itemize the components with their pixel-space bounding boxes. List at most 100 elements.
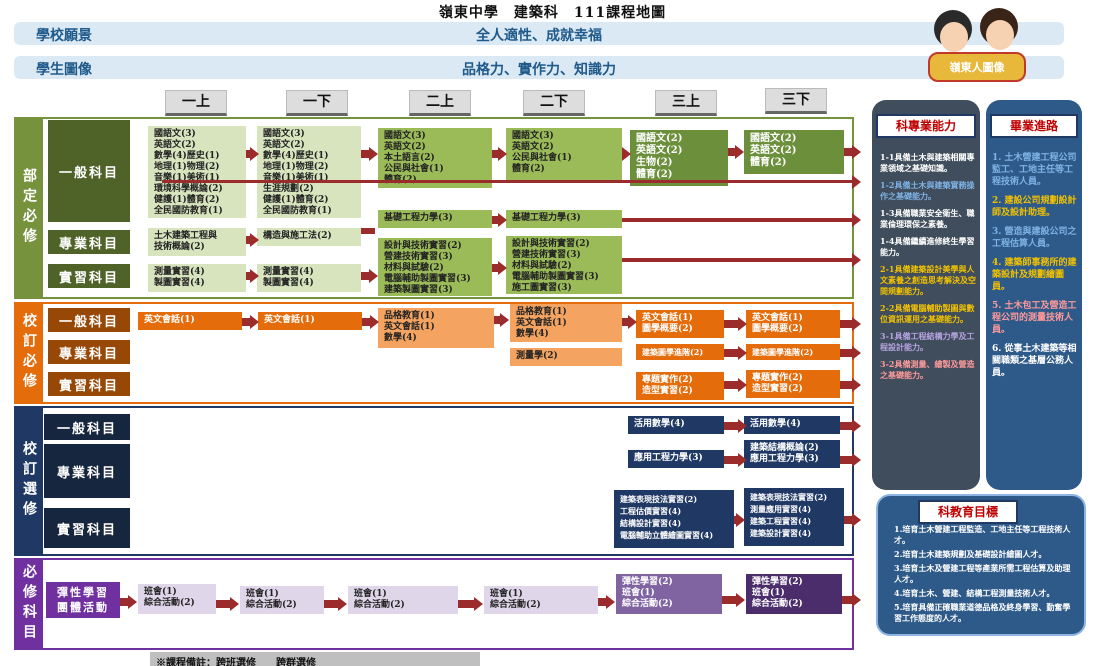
career-panel	[986, 100, 1082, 490]
goals-title: 科教育目標	[918, 500, 1018, 524]
flow-arrow	[622, 218, 852, 222]
cat-dept-general: 一般科目	[48, 120, 130, 222]
flow-arrow	[844, 148, 852, 156]
course-box: 班會(1) 綜合活動(2)	[348, 586, 458, 614]
course-box: 班會(1) 綜合活動(2)	[484, 586, 598, 614]
course-box: 專題實作(2) 造型實習(2)	[636, 372, 724, 400]
course-box: 設計與技術實習(2) 營建技術實習(3) 材料與試驗(2) 電腦輔助製圖實習(3…	[378, 238, 492, 296]
flow-arrow	[722, 596, 738, 604]
flow-arrowhead	[250, 315, 259, 329]
flow-arrowhead	[250, 233, 259, 247]
flow-arrowhead	[738, 453, 747, 467]
ability-title: 科專業能力	[876, 114, 976, 138]
flow-arrow	[492, 264, 502, 272]
semester-header-5: 三上	[655, 90, 717, 116]
goals-item: 4.培育土木、營建、結構工程測量技術人才。	[894, 588, 1055, 598]
flow-arrowhead	[852, 513, 861, 527]
flow-arrowhead	[852, 253, 861, 267]
flow-arrowhead	[738, 419, 747, 433]
vision-value: 全人適性、成就幸福	[476, 28, 602, 44]
career-item: 5. 土木包工及營造工程公司的測量技術人員。	[992, 301, 1077, 335]
course-box: 測量實習(4) 製圖實習(4)	[257, 264, 361, 292]
group-must-label: 必修科目	[15, 559, 43, 649]
flow-arrowhead	[852, 378, 861, 392]
semester-header-6: 三下	[765, 88, 827, 114]
course-box: 建築表現技法實習(2) 工程估價實習(4) 結構設計實習(4) 電腦輔助立體繪圖…	[614, 490, 734, 548]
flow-arrowhead	[128, 595, 137, 609]
flow-arrowhead	[338, 597, 347, 611]
course-note: ※課程備註：跨班選修 跨群選修	[150, 652, 480, 666]
flow-arrow	[458, 600, 476, 608]
course-box: 品格教育(1) 英文會話(1) 數學(4)	[510, 304, 622, 342]
course-box: 國語文(3) 英語文(2) 公民與社會(1) 體育(2)	[506, 128, 622, 180]
logo-text: 嶺東人圖像	[949, 61, 1005, 74]
course-box: 建築表現技法實習(2) 測量應用實習(4) 建築工程實習(4) 建築設計實習(4…	[744, 488, 844, 546]
ability-item: 1-4具備繼續進修終生學習能力。	[880, 236, 975, 257]
page-title: 嶺東中學 建築科 111課程地圖	[438, 5, 667, 21]
course-box: 英文會話(1) 圖學概要(2)	[746, 310, 840, 338]
flow-arrowhead	[498, 261, 507, 275]
flow-arrow	[494, 316, 504, 324]
flow-arrowhead	[852, 317, 861, 331]
flow-arrowhead	[230, 597, 239, 611]
flow-arrow	[844, 516, 852, 524]
flow-arrowhead	[628, 315, 637, 329]
ability-list: 1-1具備土木與建築相關專業領域之基礎知識。1-2具備土木與建築實務操作之基礎能…	[880, 152, 976, 387]
course-box: 國語文(2) 英語文(2) 體育(2)	[744, 130, 844, 174]
career-item: 6. 從事土木建築等相關職類之基層公務人員。	[992, 344, 1077, 378]
semester-header-3: 二上	[409, 90, 471, 116]
ability-item: 2-1具備建築設計美學與人文素養之創造思考解決及空間規劃能力。	[880, 264, 976, 296]
flow-arrow	[361, 272, 373, 280]
vision-banner: 學校願景 全人適性、成就幸福	[14, 22, 1064, 45]
semester-header-4: 二下	[523, 90, 585, 116]
career-item: 2. 建設公司規劃設計師及設計助理。	[992, 196, 1077, 218]
career-list: 1. 土木營建工程公司監工、工地主任等工程技術人員。 2. 建設公司規劃設計師及設…	[992, 152, 1078, 386]
course-box: 活用數學(4)	[628, 416, 724, 434]
career-item: 4. 建築師事務所的建築設計及規劃繪圖員。	[992, 258, 1077, 292]
cat-req-prac: 實習科目	[48, 372, 130, 396]
course-box: 班會(1) 綜合活動(2)	[138, 584, 216, 614]
flow-arrow	[724, 422, 740, 430]
course-box: 英文會話(1)	[258, 312, 362, 330]
flow-arrowhead	[852, 346, 861, 360]
career-item: 3. 營造與建設公司之工程估算人員。	[992, 227, 1077, 249]
goals-list: 1.培育土木營建工程監造、工地主任等工程技術人才。2.培育土木建築規劃及基礎設計…	[894, 524, 1078, 627]
flow-arrow	[622, 318, 632, 326]
course-box: 土木建築工程與 技術概論(2)	[148, 228, 246, 256]
flow-arrowhead	[852, 213, 861, 227]
flow-arrowhead	[852, 175, 861, 189]
cat-must-activity: 彈性學習 團體活動	[46, 582, 120, 618]
goals-item: 5.培育具備正確職業道德品格及終身學習、勤奮學習工作態度的人才。	[894, 602, 1071, 623]
flow-arrow	[598, 598, 610, 606]
career-item: 1. 土木營建工程公司監工、工地主任等工程技術人員。	[992, 153, 1077, 187]
flow-arrowhead	[622, 147, 631, 161]
course-box: 構造與施工法(2)	[257, 228, 361, 246]
flow-arrowhead	[736, 593, 745, 607]
ability-item: 1-3具備職業安全衛生、職業倫理環保之素養。	[880, 208, 975, 229]
flow-arrow	[120, 598, 132, 606]
course-box: 國語文(3) 英語文(2) 數學(4)歷史(1) 地理(1)物理(2) 音樂(1…	[148, 126, 246, 218]
portrait-banner: 學生圖像 品格力、實作力、知識力	[14, 56, 1064, 79]
flow-arrow	[724, 349, 740, 357]
course-box: 國語文(2) 英語文(2) 生物(2) 體育(2)	[630, 130, 728, 186]
course-box: 基礎工程力學(3)	[506, 210, 622, 228]
flow-arrowhead	[370, 315, 379, 329]
flow-arrowhead	[738, 346, 747, 360]
student-logo: 嶺東人圖像	[918, 4, 1038, 96]
flow-arrow	[840, 422, 852, 430]
course-box: 品格教育(1) 英文會話(1) 數學(4)	[378, 308, 494, 348]
ability-item: 1-1具備土木與建築相關專業領域之基礎知識。	[880, 152, 975, 173]
flow-arrowhead	[735, 145, 744, 159]
flow-arrowhead	[474, 597, 483, 611]
semester-header-2: 一下	[286, 90, 348, 116]
course-box: 活用數學(4)	[744, 416, 840, 434]
flow-arrowhead	[500, 313, 509, 327]
flow-arrowhead	[369, 269, 378, 283]
flow-arrowhead	[498, 213, 507, 227]
ability-item: 3-2具備測量、繪製及營造之基礎能力。	[880, 359, 975, 380]
flow-arrow	[842, 596, 852, 604]
flow-arrowhead	[852, 419, 861, 433]
cat-elec-general: 一般科目	[44, 414, 130, 440]
flow-arrowhead	[736, 513, 745, 527]
flow-arrow	[840, 456, 852, 464]
